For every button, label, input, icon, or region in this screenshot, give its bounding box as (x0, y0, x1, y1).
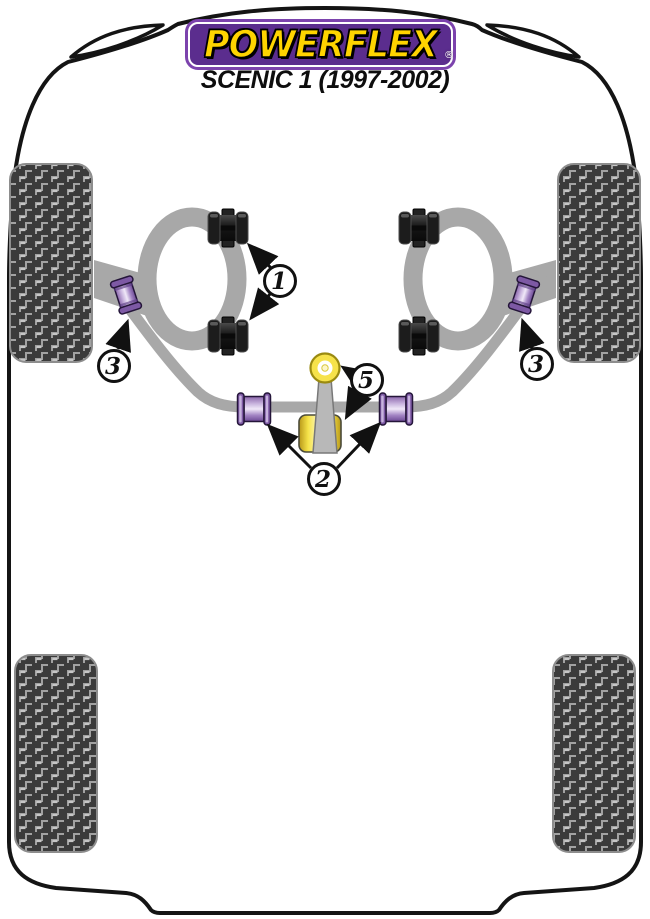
callout-2: 2 (307, 462, 341, 496)
link-top-bush (309, 352, 341, 384)
registered-trademark-icon: ® (444, 50, 454, 61)
arb-bush-left (236, 392, 272, 426)
wishbone-bush-rear-right (398, 316, 440, 356)
car-body-outline (7, 6, 643, 915)
tire-front-left (9, 163, 93, 363)
wishbone-left (137, 207, 247, 351)
callout-1: 1 (263, 264, 297, 298)
tire-front-right (557, 163, 641, 363)
arb-bush-right (378, 392, 414, 426)
outer-bush-right (507, 275, 541, 315)
wishbone-bush-front-right (398, 208, 440, 248)
callout-3-left: 3 (97, 349, 131, 383)
wishbone-bush-front-left (207, 208, 249, 248)
callout-5: 5 (350, 363, 384, 397)
powerflex-logo: POWERFLEX ® (188, 22, 454, 67)
mirror-right (485, 23, 581, 59)
model-title: SCENIC 1 (1997-2002) (200, 66, 450, 94)
wishbone-bush-rear-left (207, 316, 249, 356)
callout-3-right: 3 (520, 347, 554, 381)
mirror-left (69, 23, 165, 59)
brand-wordmark: POWERFLEX (203, 22, 438, 67)
tire-rear-left (14, 654, 98, 853)
tire-rear-right (552, 654, 636, 853)
outer-bush-left (109, 275, 143, 315)
wishbone-right (403, 207, 513, 351)
